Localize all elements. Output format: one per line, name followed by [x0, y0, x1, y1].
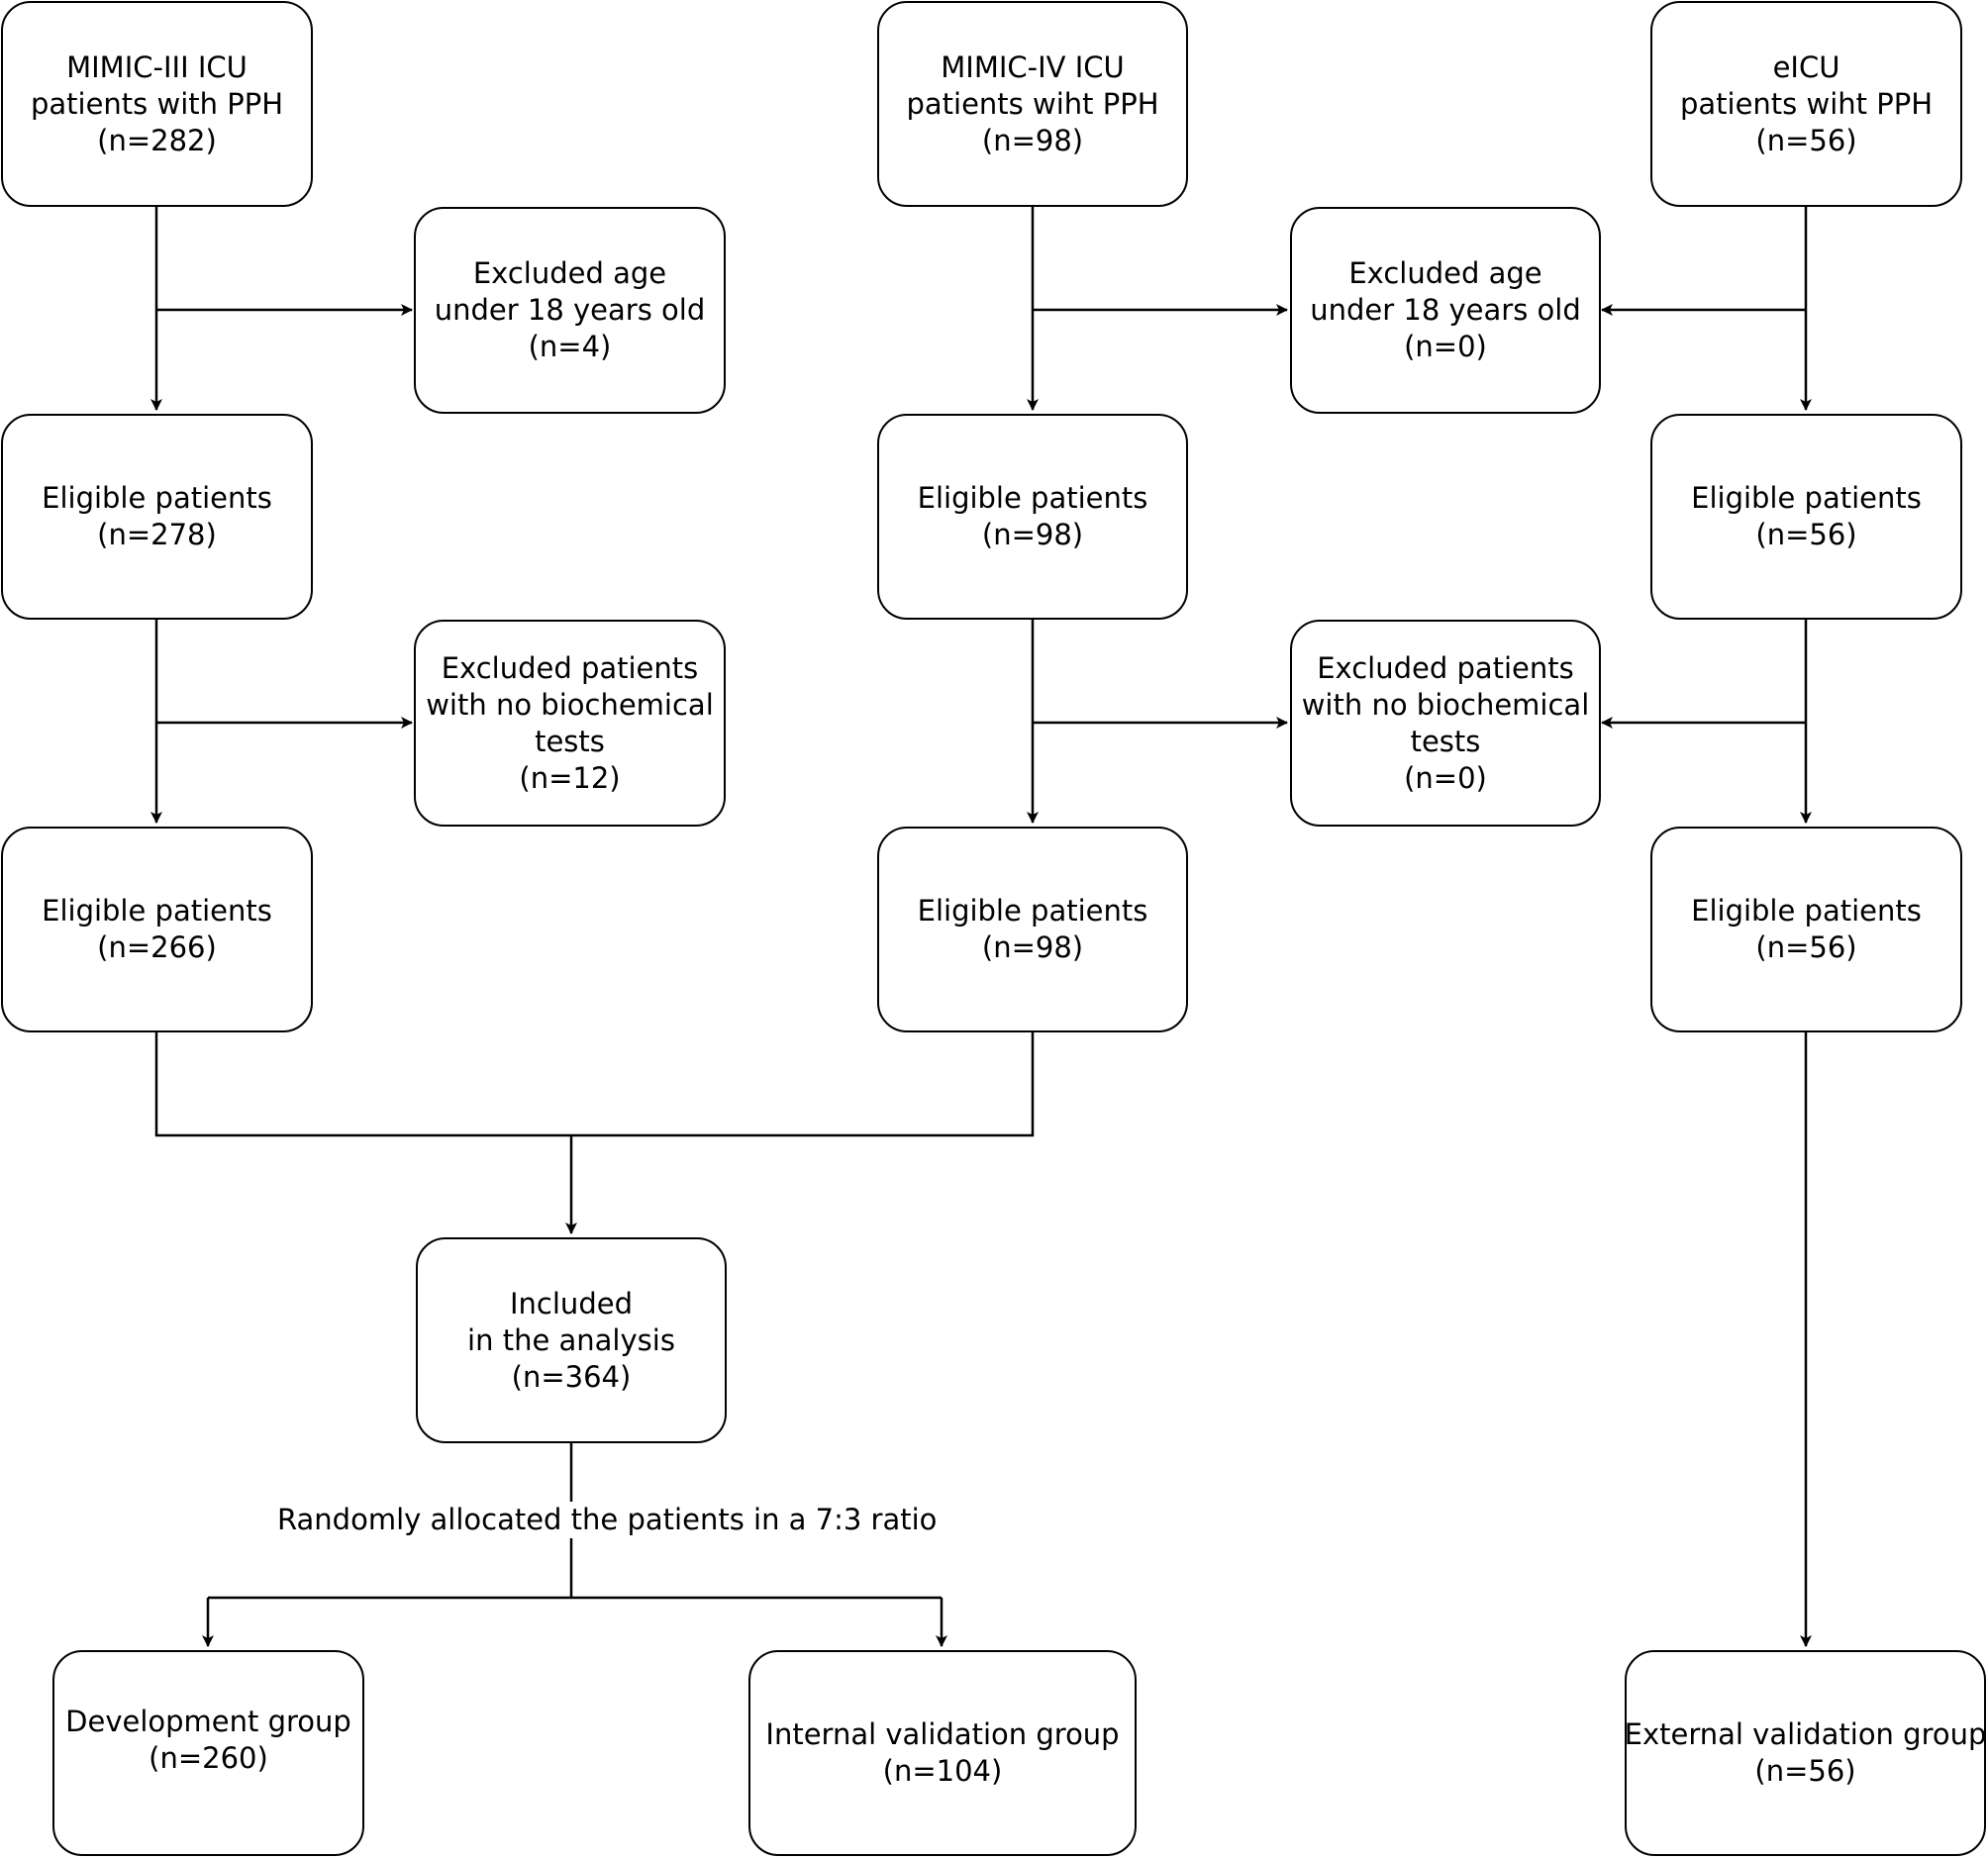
- node-text-line: Excluded age: [472, 256, 667, 290]
- node-text-line: (n=278): [97, 518, 217, 551]
- mimic3-eligible-box-2: Eligible patients(n=266): [1, 827, 313, 1032]
- node-text-line: (n=12): [519, 760, 621, 795]
- node-text-line: Excluded patients: [441, 650, 699, 685]
- node-text-line: (n=4): [528, 330, 612, 363]
- node-text-line: (n=56): [1755, 123, 1857, 157]
- mimic4-eligible-box-1: Eligible patients(n=98): [877, 414, 1188, 620]
- node-text-line: with no biochemical: [426, 687, 714, 722]
- node-text-line: (n=266): [97, 930, 217, 964]
- eicu-eligible-box-2: Eligible patients(n=56): [1650, 827, 1962, 1032]
- node-text-line: External validation group: [1624, 1717, 1987, 1751]
- node-text-line: in the analysis: [467, 1322, 675, 1357]
- node-text-line: Included: [510, 1286, 633, 1321]
- node-text-line: MIMIC-III ICU: [66, 49, 248, 84]
- mimic4-eligible-box-2: Eligible patients(n=98): [877, 827, 1188, 1032]
- node-text-line: (n=56): [1754, 1754, 1856, 1788]
- node-text-line: patients wiht PPH: [1679, 86, 1934, 121]
- node-text-line: with no biochemical: [1301, 687, 1590, 722]
- node-text-line: Eligible patients: [917, 894, 1148, 928]
- node-text-line: Eligible patients: [1691, 481, 1922, 515]
- node-text-line: tests: [535, 724, 605, 758]
- internal-validation-group-box: Internal validation group(n=104): [748, 1650, 1137, 1856]
- node-text-line: Eligible patients: [42, 894, 272, 928]
- mimic3-eligible-box-1: Eligible patients(n=278): [1, 414, 313, 620]
- node-text-line: (n=98): [981, 518, 1084, 551]
- node-text-line: (n=0): [1404, 330, 1487, 363]
- node-text-line: eICU: [1772, 49, 1840, 84]
- node-text-line: under 18 years old: [1310, 293, 1581, 327]
- random-allocation-label: Randomly allocated the patients in a 7:3…: [273, 1502, 942, 1538]
- node-text-line: (n=0): [1404, 760, 1487, 795]
- node-text-line: Eligible patients: [42, 481, 272, 515]
- node-text-line: (n=282): [97, 123, 217, 157]
- node-text-line: (n=364): [511, 1359, 632, 1394]
- node-text-line: (n=98): [981, 123, 1084, 157]
- node-text-line: Eligible patients: [1691, 894, 1922, 928]
- node-text-line: Internal validation group: [765, 1717, 1120, 1751]
- node-text-line: tests: [1410, 724, 1481, 758]
- node-text-line: Development group: [65, 1705, 351, 1738]
- node-text-line: MIMIC-IV ICU: [941, 49, 1125, 84]
- node-text-line: (n=104): [882, 1754, 1003, 1788]
- node-text-line: under 18 years old: [434, 293, 706, 327]
- node-text-line: patients with PPH: [30, 86, 284, 121]
- development-group-box: Development group(n=260): [52, 1650, 364, 1856]
- merge-connector: [154, 1032, 1035, 1137]
- node-text-line: patients wiht PPH: [906, 86, 1159, 121]
- node-text-line: Excluded age: [1348, 256, 1542, 290]
- external-validation-group-box: External validation group(n=56): [1625, 1650, 1986, 1856]
- node-text-line: (n=260): [149, 1741, 268, 1775]
- node-text-line: (n=56): [1755, 518, 1857, 551]
- eicu-eligible-box-1: Eligible patients(n=56): [1650, 414, 1962, 620]
- node-text-line: Eligible patients: [917, 481, 1148, 515]
- node-text-line: (n=56): [1755, 930, 1857, 964]
- node-text-line: (n=98): [981, 930, 1084, 964]
- node-text-line: Excluded patients: [1317, 650, 1574, 685]
